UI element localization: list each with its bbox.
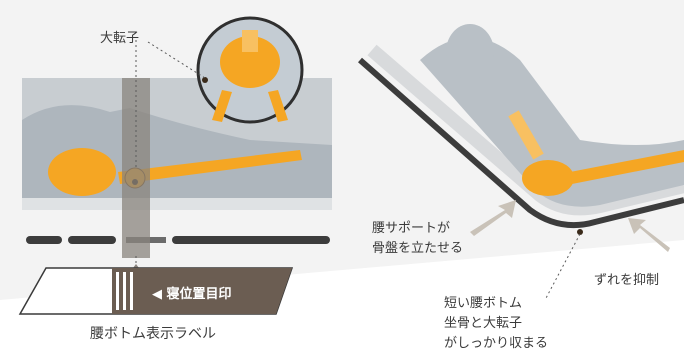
position-band: [122, 78, 150, 258]
left-pelvis: [48, 148, 116, 196]
magnified-spine: [242, 30, 258, 52]
tag-stripe-2: [123, 272, 126, 310]
short-bottom-dot: [577, 229, 583, 235]
magnified-femur-right: [268, 90, 288, 122]
label-tag-fill: [112, 268, 292, 314]
short-bottom-line2: 坐骨と大転子: [444, 316, 523, 331]
bed-segment-2: [68, 236, 116, 244]
trochanter-label: 大転子: [100, 31, 140, 46]
bed-segment-3: [172, 236, 330, 244]
short-bottom-line3: がしっかり収まる: [444, 336, 549, 351]
short-bottom-line1: 短い腰ボトム: [444, 296, 523, 311]
bed-position-mark-label: ◀ 寝位置目印: [152, 287, 232, 302]
bed-segment-1: [26, 236, 62, 244]
tag-stripe-3: [130, 272, 133, 310]
magnified-pelvis: [220, 36, 280, 88]
tag-stripe-1: [116, 272, 119, 310]
slip-arrow: [628, 218, 670, 252]
right-pelvis: [522, 160, 574, 196]
left-mattress: [22, 198, 332, 210]
reclined-frame: [358, 57, 684, 229]
right-spine: [508, 110, 544, 160]
right-femur: [570, 150, 684, 184]
magnified-femur-left: [212, 90, 232, 122]
support-arrow: [470, 200, 516, 236]
support-label-line1: 腰サポートが: [372, 221, 451, 236]
slip-label: ずれを抑制: [594, 273, 660, 288]
head: [446, 24, 494, 80]
left-femur: [118, 150, 302, 184]
support-label-line2: 骨盤を立たせる: [372, 241, 464, 256]
reclined-mattress: [367, 44, 684, 216]
magnifier-pointer: [147, 41, 206, 79]
magnified-trochanter-dot: [202, 77, 208, 83]
waist-bottom-caption: 腰ボトム表示ラベル: [90, 326, 216, 342]
